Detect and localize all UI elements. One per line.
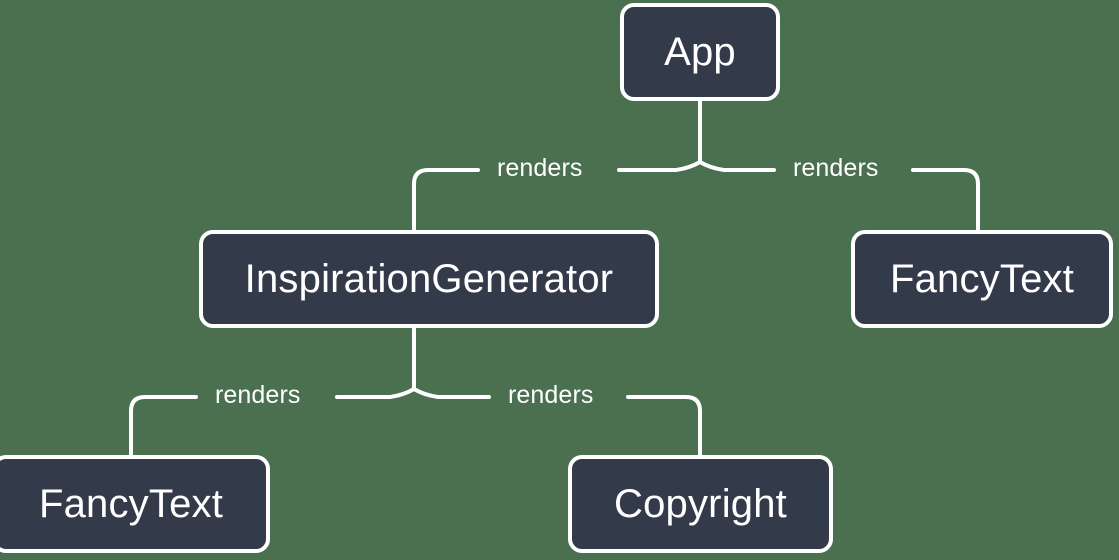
node-fancy-text-bottom[interactable]: FancyText: [0, 455, 270, 553]
node-app-label: App: [664, 29, 736, 74]
edge-label-app-to-fancy-text-right: renders: [793, 154, 879, 182]
node-fancy-text-bottom-label: FancyText: [38, 481, 224, 526]
connector-inspiration-generator-right-branch: [412, 387, 491, 399]
node-app[interactable]: App: [620, 3, 780, 101]
node-fancy-text-right-label: FancyText: [889, 256, 1075, 301]
connector-app-left-to-inspiration-generator: [412, 168, 480, 232]
node-inspiration-generator-label: InspirationGenerator: [244, 256, 614, 301]
node-copyright-label: Copyright: [614, 481, 787, 526]
edge-label-inspiration-generator-to-fancy-text: renders: [215, 381, 301, 409]
connector-app-left-branch: [617, 160, 702, 172]
connector-app-right-to-fancy-text: [911, 168, 980, 232]
node-fancy-text-right[interactable]: FancyText: [851, 230, 1113, 328]
edge-label-inspiration-generator-to-copyright: renders: [508, 381, 594, 409]
connector-inspiration-generator-left-to-fancy-text: [129, 395, 198, 457]
node-inspiration-generator[interactable]: InspirationGenerator: [199, 230, 659, 328]
connector-inspiration-generator-right-to-copyright: [626, 395, 702, 457]
edge-label-app-to-inspiration-generator: renders: [497, 154, 583, 182]
connector-app-right-branch: [698, 160, 776, 172]
connector-inspiration-generator-left-branch: [335, 387, 416, 399]
node-copyright[interactable]: Copyright: [568, 455, 833, 553]
